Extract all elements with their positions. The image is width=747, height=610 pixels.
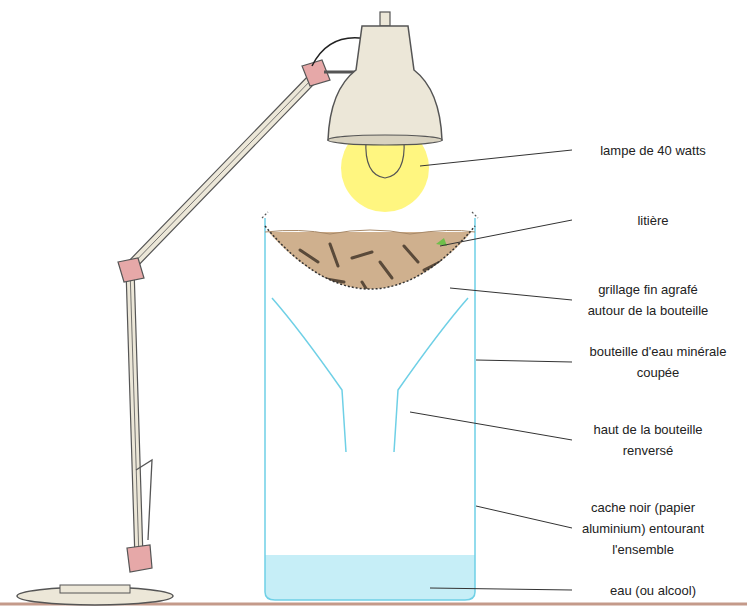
part-label: grillage fin agrafé autour de la bouteil… bbox=[578, 279, 718, 321]
part-label: lampe de 40 watts bbox=[578, 140, 728, 161]
part-label: eau (ou alcool) bbox=[578, 580, 728, 601]
part-label: cache noir (papier aluminium) entourant … bbox=[578, 497, 708, 560]
part-label: haut de la bouteille renversé bbox=[578, 419, 718, 461]
part-label: litière bbox=[578, 210, 728, 231]
part-label: bouteille d'eau minérale coupée bbox=[578, 341, 738, 383]
